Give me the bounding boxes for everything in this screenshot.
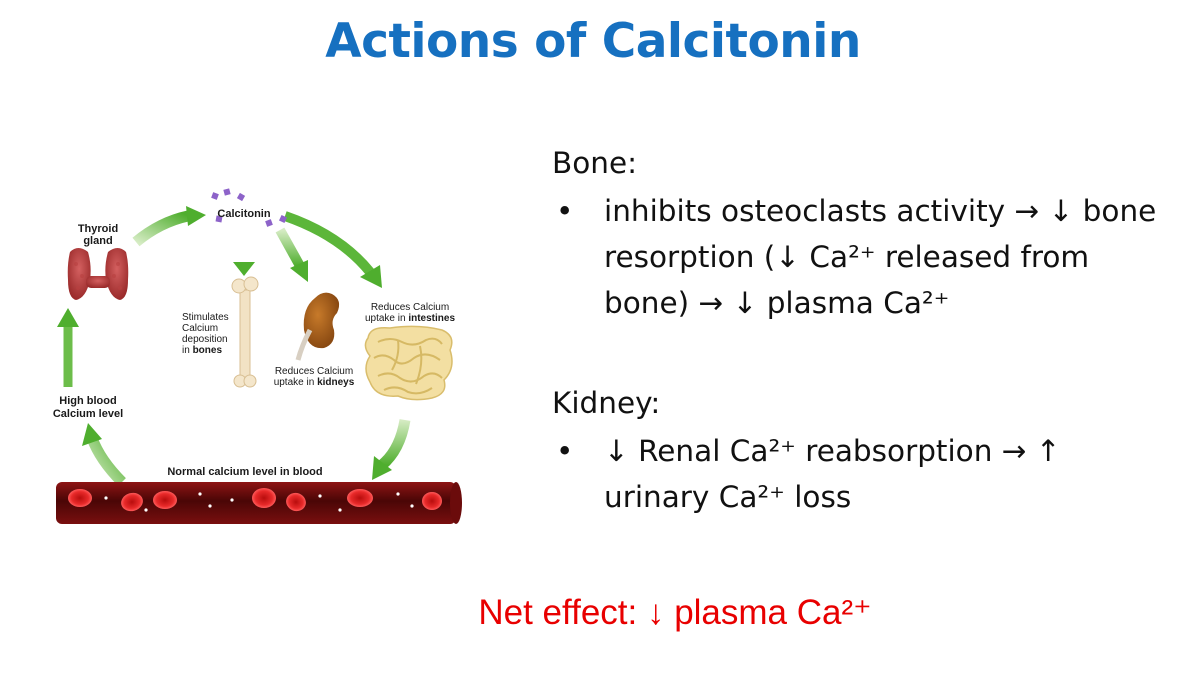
intestines-icon — [364, 325, 453, 401]
bone-label-line3: deposition — [182, 334, 228, 345]
arrow-calcitonin-to-bone — [233, 228, 255, 276]
kidney-label-line1: Reduces Calcium — [275, 366, 353, 377]
arrow-calcitonin-to-intestines — [283, 211, 382, 288]
calcitonin-label: Calcitonin — [217, 208, 270, 220]
blood-vessel-icon — [56, 482, 462, 524]
arrow-high-to-thyroid — [57, 308, 79, 387]
bullet-dot: • — [556, 194, 574, 228]
bone-bullet-text: inhibits osteoclasts activity → ↓ bone r… — [604, 194, 1157, 320]
bone-bullet: • inhibits osteoclasts activity → ↓ bone… — [552, 188, 1172, 326]
kidney-heading: Kidney: — [552, 386, 661, 420]
bone-icon — [231, 276, 259, 388]
thyroid-gland-icon — [67, 248, 129, 300]
arrow-calcitonin-to-kidney — [275, 227, 308, 282]
arrow-vessel-to-high — [82, 423, 126, 486]
high-calcium-label-line1: High blood — [59, 395, 116, 407]
intestine-label-line1: Reduces Calcium — [371, 302, 449, 313]
thyroid-label-line2: gland — [83, 235, 112, 247]
content-panel: Bone: • inhibits osteoclasts activity → … — [552, 140, 1172, 520]
bone-heading: Bone: — [552, 146, 638, 180]
intestine-label-line2: uptake in intestines — [365, 313, 455, 324]
bone-label-line2: Calcium — [182, 323, 218, 334]
kidney-bullet: • ↓ Renal Ca²⁺ reabsorption → ↑ urinary … — [552, 428, 1172, 520]
high-calcium-label-line2: Calcium level — [53, 408, 123, 420]
calcitonin-diagram: Calcitonin Thyroid gland High blood Calc… — [53, 188, 462, 524]
kidney-label-line2: uptake in kidneys — [274, 377, 355, 388]
arrow-intestines-to-vessel — [372, 418, 411, 480]
normal-calcium-label: Normal calcium level in blood — [167, 466, 322, 478]
kidney-icon — [295, 292, 340, 361]
bullet-dot: • — [556, 434, 574, 468]
net-effect: Net effect: ↓ plasma Ca²⁺ — [478, 593, 872, 632]
bone-label-line1: Stimulates — [182, 312, 229, 323]
thyroid-label-line1: Thyroid — [78, 223, 118, 235]
calcitonin-molecules-icon — [211, 188, 287, 227]
bone-label-line4: in bones — [182, 345, 222, 356]
arrow-thyroid-to-calcitonin — [132, 206, 206, 247]
slide-title: Actions of Calcitonin — [325, 14, 861, 69]
kidney-bullet-text: ↓ Renal Ca²⁺ reabsorption → ↑ urinary Ca… — [604, 434, 1061, 514]
